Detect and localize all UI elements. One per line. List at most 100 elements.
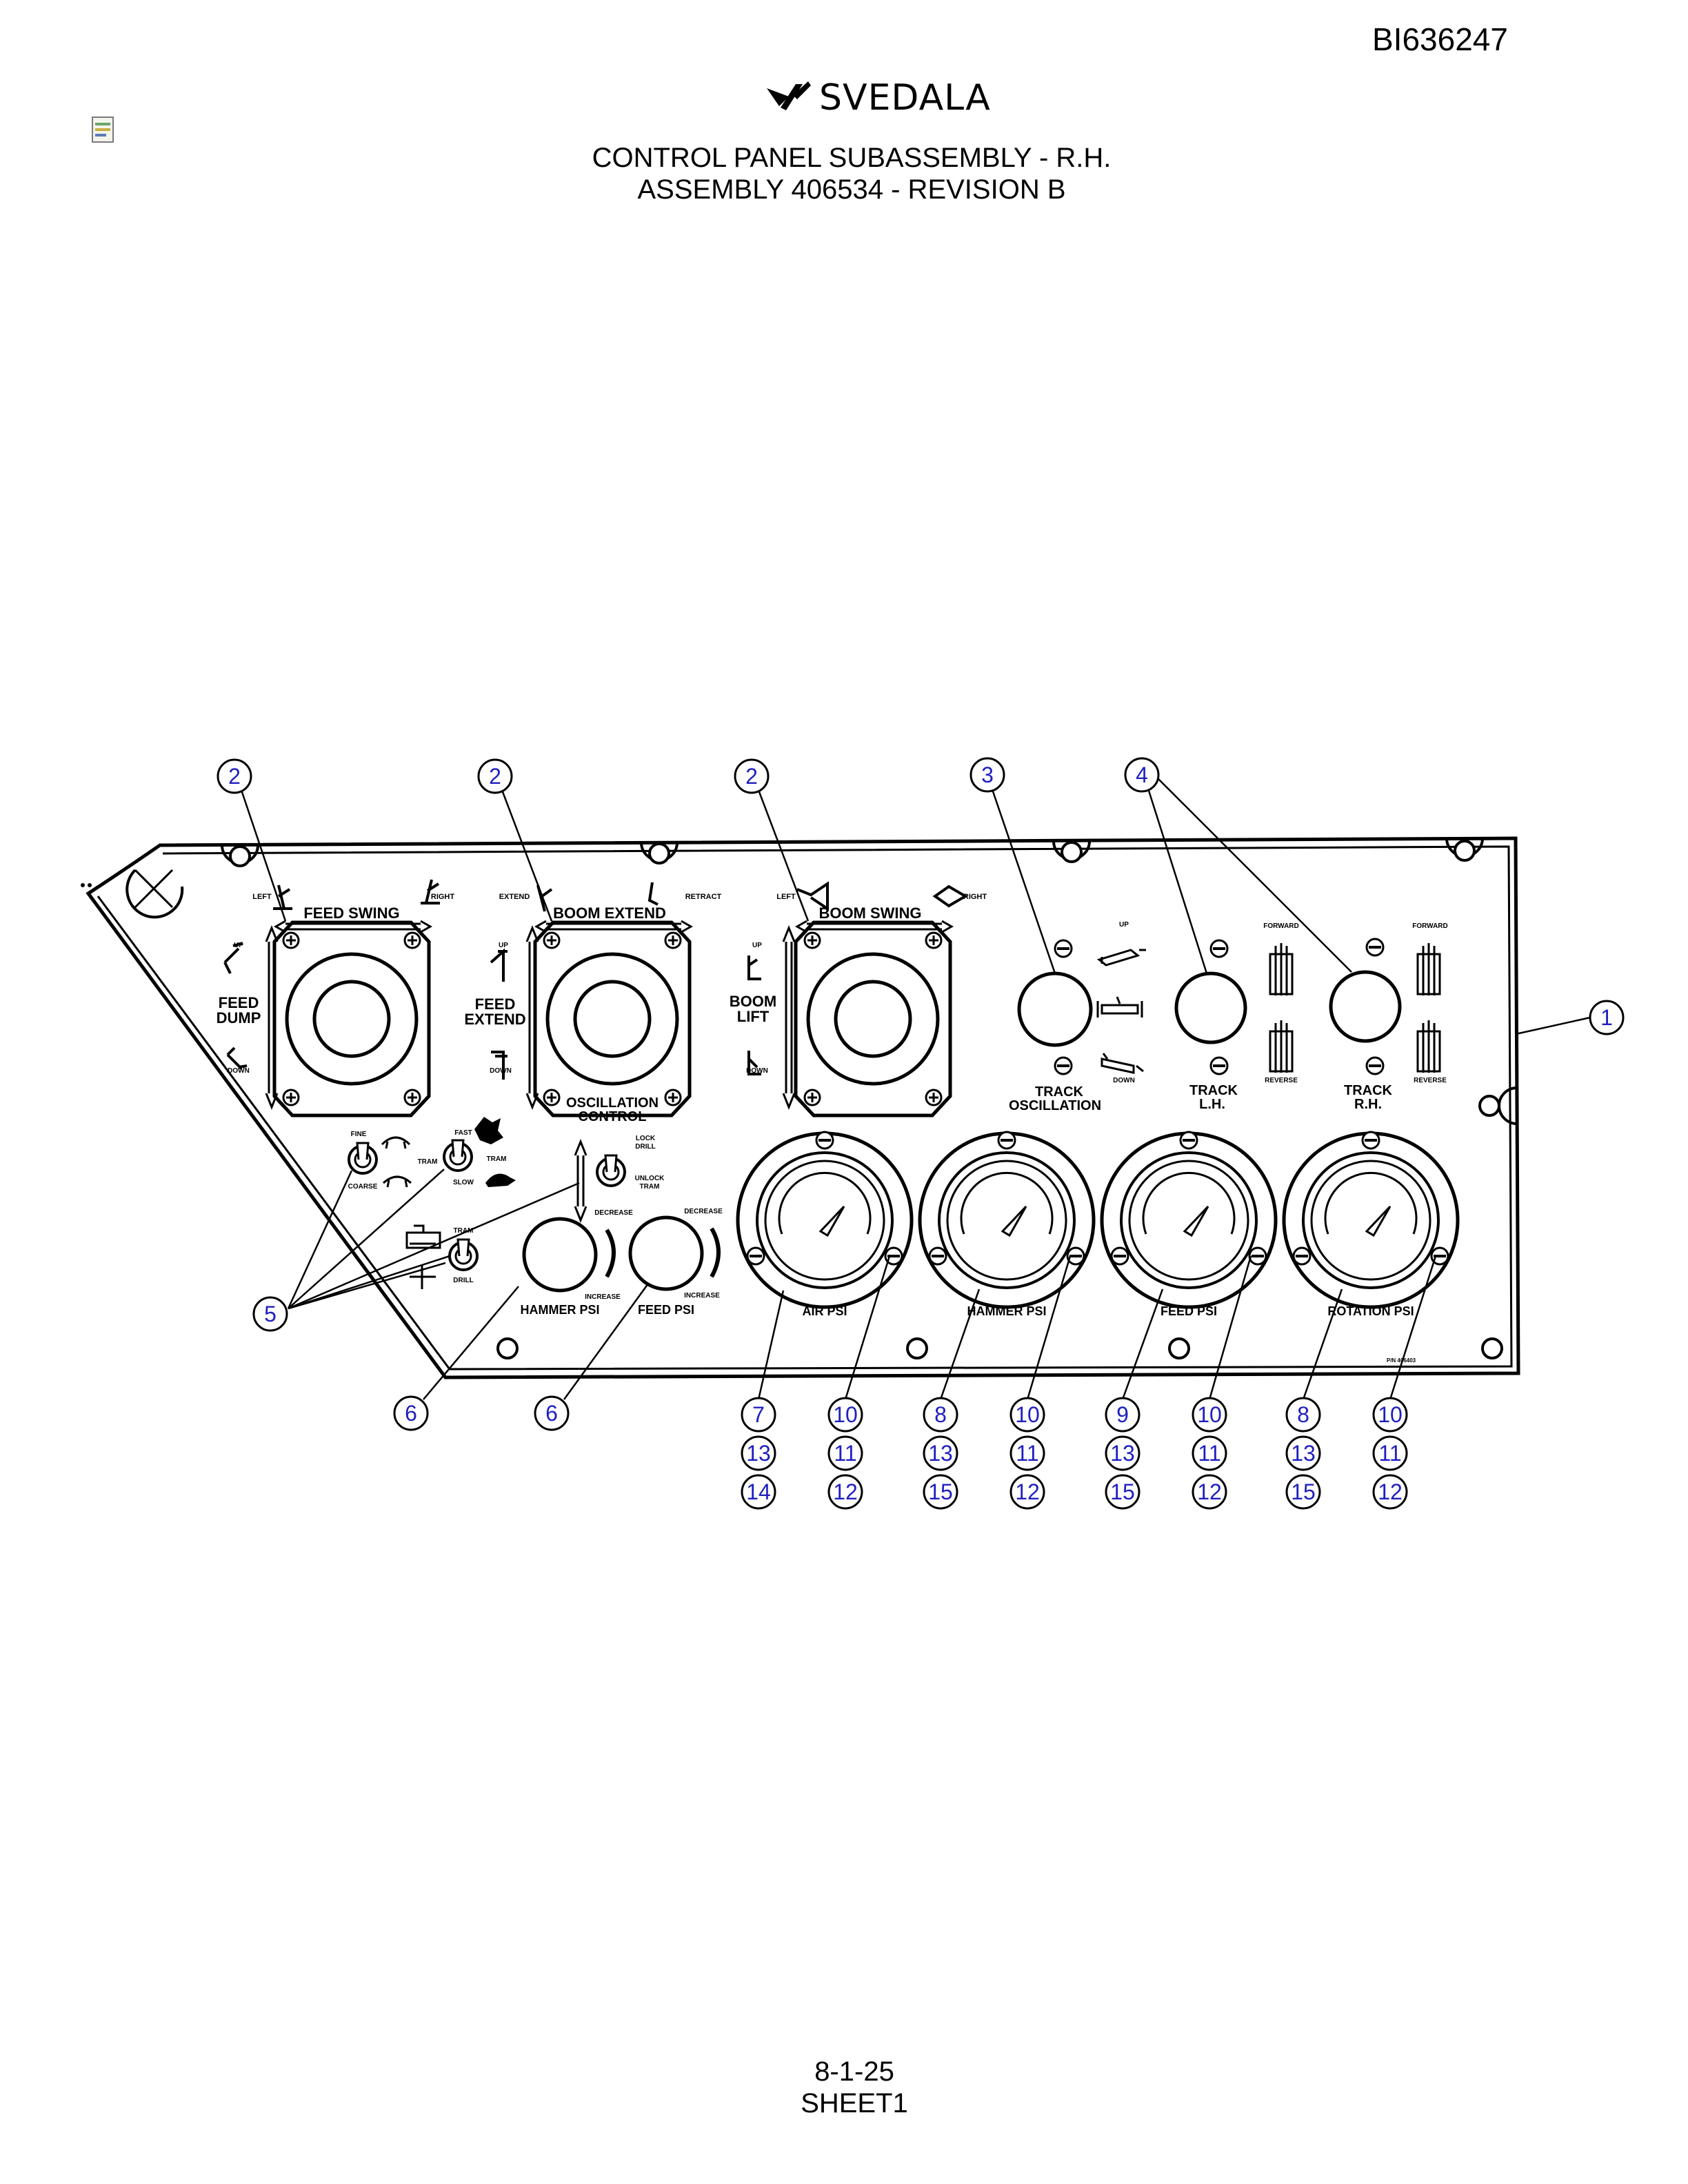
boom-extend-retract-label: RETRACT	[685, 893, 722, 901]
tram-drill-pictograms	[405, 1224, 441, 1289]
document-icon[interactable]	[91, 116, 116, 145]
feed-psi-knob[interactable]	[628, 1215, 704, 1291]
item-balloon: 6	[534, 1395, 570, 1431]
tram-drill-toggle-switch[interactable]	[448, 1238, 479, 1271]
item-balloon: 11	[827, 1435, 863, 1471]
feed-psi-increase-label: INCREASE	[684, 1292, 720, 1300]
track-lh-pictograms	[1269, 943, 1294, 1073]
joystick-boom-swing[interactable]	[794, 920, 952, 1118]
gauge-needle-icon	[1001, 1205, 1027, 1237]
svedala-logo-mark-icon	[767, 81, 811, 110]
gauge-needle-icon	[1365, 1205, 1391, 1237]
svg-text:12: 12	[833, 1479, 858, 1504]
svg-text:5: 5	[264, 1302, 277, 1326]
feed-extend-label-2: EXTEND	[464, 1011, 525, 1028]
item-balloon: 10	[827, 1397, 863, 1433]
item-balloon: 4	[1124, 757, 1160, 793]
feed-dump-label-1: FEED	[219, 994, 259, 1011]
gauge-1: AIR PSI	[736, 1131, 914, 1318]
slow-label: SLOW	[453, 1179, 474, 1186]
item-balloon: 7	[741, 1397, 776, 1433]
track-oscillation-down-label: DOWN	[1113, 1077, 1135, 1084]
item-balloon: 12	[1009, 1474, 1045, 1510]
feed-psi-decrease-label: DECREASE	[684, 1208, 723, 1215]
feed-psi-knob-label: FEED PSI	[638, 1303, 694, 1317]
item-balloon: 13	[1285, 1435, 1321, 1471]
svg-text:6: 6	[405, 1401, 417, 1426]
fine-coarse-toggle-switch[interactable]	[348, 1142, 378, 1175]
title-line-1: CONTROL PANEL SUBASSEMBLY - R.H.	[592, 143, 1112, 173]
hammer-psi-knob[interactable]	[522, 1217, 598, 1293]
svg-text:1: 1	[1600, 1005, 1613, 1030]
gauge-label: HAMMER PSI	[967, 1304, 1046, 1318]
item-balloon: 10	[1192, 1397, 1227, 1433]
boom-lift-label-1: BOOM	[730, 993, 776, 1010]
track-oscillation-control[interactable]	[1017, 939, 1093, 1075]
track-rh-forward-label: FORWARD	[1412, 922, 1447, 930]
item-balloon: 13	[923, 1435, 958, 1471]
hammer-psi-increase-label: INCREASE	[585, 1293, 621, 1301]
feed-extend-label-1: FEED	[475, 995, 516, 1013]
tram-label: TRAM	[454, 1227, 474, 1235]
feed-psi-adjust-arc	[710, 1227, 721, 1278]
track-lh-label-2: L.H.	[1199, 1097, 1225, 1112]
corner-notch	[125, 869, 184, 919]
svg-text:11: 11	[1016, 1441, 1038, 1466]
boom-lift-up-label: UP	[752, 942, 762, 949]
svg-text:13: 13	[746, 1441, 771, 1466]
joystick-arrows	[265, 920, 954, 1111]
gauge-needle-icon	[818, 1205, 845, 1237]
rabbit-icon	[474, 1117, 503, 1144]
svg-text:7: 7	[752, 1402, 765, 1427]
svg-text:12: 12	[1015, 1479, 1040, 1504]
fast-label: FAST	[454, 1129, 472, 1137]
item-balloon: 13	[1105, 1435, 1141, 1471]
feed-extend-down-label: DOWN	[490, 1067, 512, 1075]
panel-part-number: P/N 406403	[1387, 1357, 1416, 1364]
turtle-icon	[485, 1173, 516, 1187]
svg-text:10: 10	[1378, 1402, 1403, 1427]
track-lh-forward-label: FORWARD	[1263, 922, 1298, 930]
page-footer: 8-1-25 SHEET1	[0, 2056, 1688, 2119]
rabbit-turtle-icons	[474, 1117, 516, 1187]
leader-lines	[240, 776, 1591, 1400]
track-lh-control[interactable]	[1174, 939, 1247, 1075]
mounting-holes	[221, 838, 1518, 1359]
oscillation-control-label-1: OSCILLATION	[566, 1095, 659, 1111]
track-oscillation-up-label: UP	[1119, 921, 1129, 929]
svedala-logo: SVEDALA	[765, 74, 990, 123]
feed-swing-title: FEED SWING	[303, 904, 399, 922]
sheet-number: SHEET1	[801, 2088, 908, 2119]
svg-text:11: 11	[1198, 1441, 1220, 1466]
feed-swing-right-label: RIGHT	[431, 893, 455, 901]
track-rh-control[interactable]	[1329, 938, 1402, 1075]
hammer-psi-adjust-arc	[605, 1228, 616, 1278]
gauge-needle-icon	[1183, 1205, 1209, 1237]
item-balloon: 12	[1372, 1474, 1408, 1510]
joystick-pictograms	[223, 879, 968, 1080]
item-balloon: 12	[827, 1474, 863, 1510]
item-balloon: 14	[741, 1474, 776, 1510]
oscillation-toggle-switch[interactable]	[596, 1154, 626, 1187]
track-lh-label-1: TRACK	[1189, 1083, 1238, 1098]
feed-dump-label-2: DUMP	[217, 1009, 261, 1027]
gauge-2: HAMMER PSI	[918, 1131, 1096, 1318]
item-balloon: 13	[741, 1435, 776, 1471]
svg-text:15: 15	[1291, 1479, 1316, 1504]
gauge-3: FEED PSI	[1100, 1131, 1278, 1318]
joystick-boom-extend[interactable]	[533, 920, 692, 1118]
joystick-feed-swing[interactable]	[272, 920, 431, 1118]
track-oscillation-pictograms	[1096, 949, 1146, 1074]
fast-slow-toggle-switch[interactable]	[443, 1139, 473, 1172]
svg-text:12: 12	[1197, 1479, 1222, 1504]
svg-text:9: 9	[1116, 1402, 1129, 1427]
svg-text:11: 11	[834, 1441, 856, 1466]
item-balloon: 6	[393, 1395, 429, 1431]
fine-tram-label: TRAM	[418, 1158, 438, 1166]
oscillation-lock-label-1: LOCK	[636, 1135, 656, 1142]
svg-text:10: 10	[1015, 1402, 1040, 1427]
oscillation-arrow	[574, 1138, 587, 1224]
drill-label: DRILL	[453, 1277, 473, 1284]
